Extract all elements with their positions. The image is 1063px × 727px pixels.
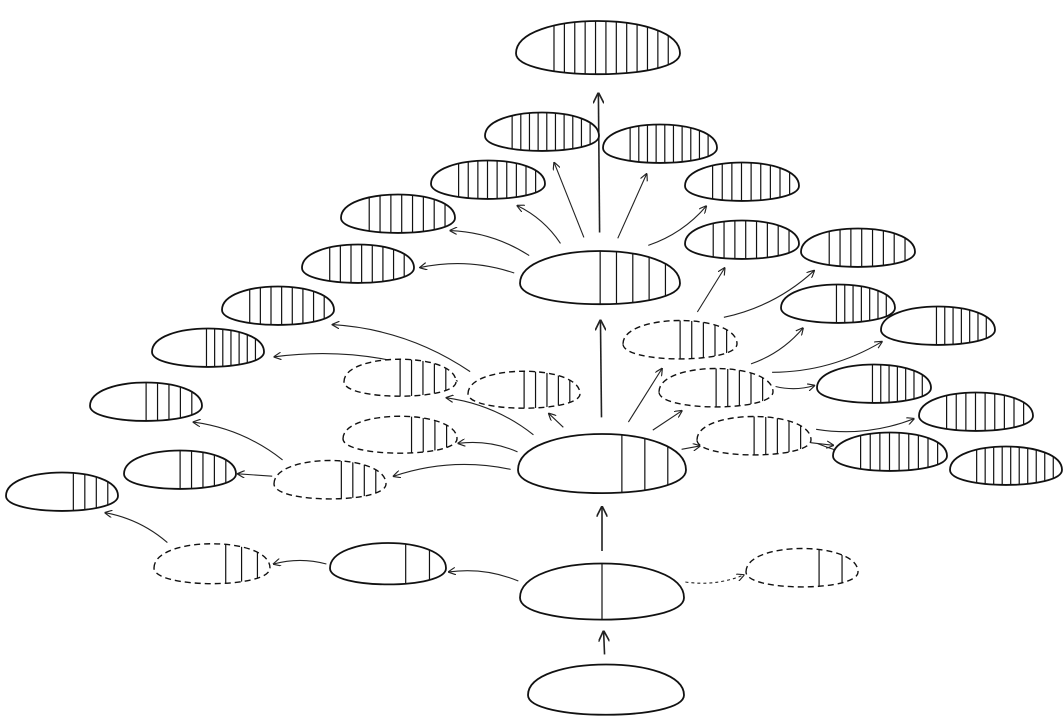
arrow-g3-to-left-8 — [517, 206, 560, 244]
cell-outline — [343, 416, 457, 453]
node-dashed-left-3 — [344, 348, 456, 408]
node-g2-left-dashed — [154, 532, 270, 597]
cell-outline — [330, 543, 446, 584]
node-right-4 — [801, 217, 915, 279]
arrow-g2-to-g3 — [600, 321, 601, 418]
arrow-g3-to-left-9 — [554, 163, 584, 238]
cell-outline — [6, 473, 118, 511]
arrow-g3-to-right-1 — [618, 174, 647, 238]
cell-outline — [341, 195, 455, 233]
node-left-9 — [485, 101, 599, 163]
node-right-8 — [919, 381, 1033, 443]
node-dashed-mid-left — [468, 360, 580, 420]
arrow-dashed-right-3-to-right-8 — [816, 419, 914, 432]
node-root — [528, 665, 684, 715]
cell-outline — [518, 434, 686, 493]
node-left-5 — [222, 275, 334, 337]
cell-outline — [746, 549, 858, 587]
node-dashed-right-2 — [659, 357, 773, 419]
node-right-10 — [950, 435, 1062, 497]
cell-outline — [685, 221, 799, 259]
arrow-g2-to-dashed-left-1 — [394, 464, 511, 476]
arrow-g3-to-left-6 — [420, 264, 514, 273]
node-g2 — [518, 416, 686, 512]
arrow-dashed-right-2-to-right-7 — [776, 386, 815, 389]
arrow-dashed-right-2-to-right-5 — [751, 328, 803, 364]
arrow-g3-to-top — [598, 93, 599, 232]
node-left-4 — [152, 317, 264, 379]
node-layer — [6, 5, 1062, 715]
cell-outline — [222, 287, 334, 325]
node-left-3 — [90, 371, 202, 433]
arrow-g2-left-to-g2-left-dashed — [274, 560, 327, 564]
node-left-2 — [124, 439, 236, 501]
arrow-g2-left-dashed-to-g3-far-left — [105, 513, 167, 543]
node-g3-far-left — [6, 461, 118, 523]
arrow-dashed-left-1-to-left-2 — [238, 474, 272, 476]
cell-outline — [302, 245, 414, 283]
node-dashed-left-2 — [343, 405, 457, 465]
node-top — [516, 5, 680, 91]
arrow-dashed-right-1-to-right-3 — [697, 268, 724, 312]
arrow-g1-to-g1-dashed-right — [685, 575, 743, 583]
node-g3 — [520, 235, 680, 321]
arrow-g3-to-left-7 — [450, 231, 529, 256]
node-dashed-right-3 — [697, 405, 811, 467]
node-right-5 — [781, 273, 895, 335]
cell-outline — [154, 544, 270, 584]
node-left-6 — [302, 233, 414, 295]
node-dashed-left-1 — [274, 449, 386, 511]
arrow-g2-to-dashed-right-1 — [628, 369, 662, 422]
cell-outline — [516, 21, 680, 74]
node-dashed-right-1 — [623, 309, 737, 371]
arrow-g2-to-dashed-mid-left — [549, 414, 563, 428]
node-right-1 — [603, 113, 717, 175]
node-g2-left — [330, 530, 446, 597]
node-right-6 — [881, 295, 995, 357]
cell-outline — [274, 461, 386, 499]
node-right-2 — [685, 151, 799, 213]
cell-outline — [528, 665, 684, 715]
cell-outline — [801, 229, 915, 267]
arrow-g2-to-dashed-right-2 — [653, 411, 682, 430]
node-g1-dashed-right — [746, 537, 858, 599]
node-right-3 — [685, 209, 799, 271]
node-g1 — [520, 546, 684, 637]
node-right-7 — [817, 353, 931, 415]
arrow-root-to-g1 — [604, 632, 605, 655]
node-right-9 — [833, 421, 947, 483]
arrow-g1-to-g2-left — [449, 571, 519, 581]
node-left-8 — [431, 149, 545, 211]
arrow-g2-to-dashed-left-2 — [458, 442, 517, 451]
arrow-g2-to-dashed-right-3 — [682, 446, 700, 449]
